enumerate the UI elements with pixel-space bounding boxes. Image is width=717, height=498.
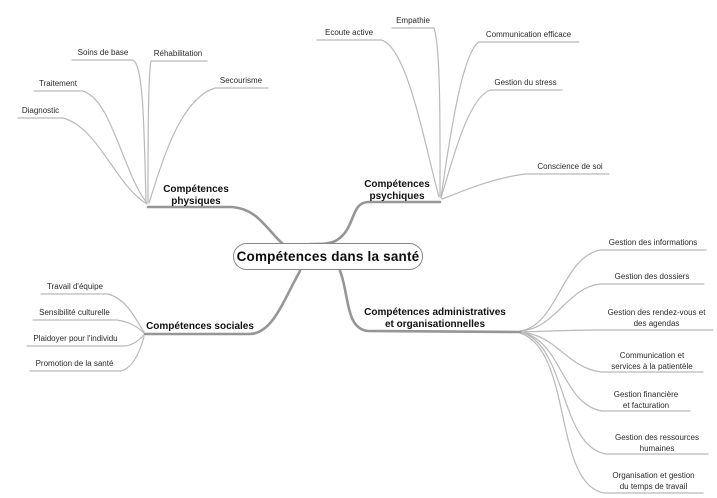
leaf-node-secourisme[interactable]: Secourisme bbox=[219, 76, 263, 85]
leaf-node-plaidoyer[interactable]: Plaidoyer pour l'individu bbox=[33, 334, 118, 343]
branch-curve-physiques bbox=[146, 205, 286, 247]
leaf-curve-ressources-humaines bbox=[519, 331, 709, 455]
leaf-node-diagnostic[interactable]: Diagnostic bbox=[21, 106, 60, 115]
leaf-node-services-patientele[interactable]: Communication et services à la patientèl… bbox=[611, 351, 693, 371]
leaf-curve-promotion-sante bbox=[29, 336, 145, 372]
leaf-node-soins-de-base[interactable]: Soins de base bbox=[77, 48, 129, 57]
leaf-node-promotion-sante[interactable]: Promotion de la santé bbox=[35, 359, 114, 368]
leaf-node-ressources-humaines[interactable]: Gestion des ressources humaines bbox=[614, 433, 700, 453]
branch-curve-sociales bbox=[143, 269, 302, 336]
leaf-node-conscience-de-soi[interactable]: Conscience de soi bbox=[537, 162, 603, 171]
leaf-node-empathie[interactable]: Empathie bbox=[396, 16, 430, 25]
branch-node-administratives[interactable]: Compétences administratives et organisat… bbox=[364, 307, 506, 330]
leaf-curve-rendez-vous bbox=[519, 329, 714, 333]
leaf-curve-organisation-temps bbox=[519, 332, 704, 494]
leaf-curve-gestion-du-stress bbox=[440, 89, 563, 199]
leaf-node-gestion-financiere[interactable]: Gestion financière et facturation bbox=[613, 390, 679, 410]
leaf-curve-gestion-financiere bbox=[519, 331, 691, 412]
leaf-curve-ecoute-active bbox=[316, 39, 440, 198]
leaf-node-travail-equipe[interactable]: Travail d'équipe bbox=[47, 282, 103, 291]
leaf-node-gestion-du-stress[interactable]: Gestion du stress bbox=[494, 78, 557, 87]
branch-node-physiques[interactable]: Compétences physiques bbox=[163, 184, 229, 207]
leaf-node-traitement[interactable]: Traitement bbox=[39, 79, 77, 88]
leaf-curve-travail-equipe bbox=[40, 293, 145, 333]
leaf-curve-sensibilite-culturelle bbox=[32, 319, 145, 334]
leaf-node-gestion-dossiers[interactable]: Gestion des dossiers bbox=[614, 272, 690, 281]
leaf-curve-gestion-informations bbox=[519, 249, 707, 332]
root-node[interactable]: Compétences dans la santé bbox=[233, 243, 423, 270]
leaf-curve-plaidoyer bbox=[26, 334, 145, 347]
leaf-curve-traitement bbox=[33, 90, 148, 204]
leaf-node-sensibilite-culturelle[interactable]: Sensibilité culturelle bbox=[39, 308, 110, 317]
branch-curve-administratives bbox=[338, 269, 522, 334]
leaf-node-rehabilitation[interactable]: Réhabilitation bbox=[153, 49, 203, 58]
leaf-curve-soins-de-base bbox=[71, 59, 147, 203]
leaf-curve-secourisme bbox=[148, 87, 269, 204]
leaf-curve-rehabilitation bbox=[147, 60, 208, 203]
leaf-node-communication-efficace[interactable]: Communication efficace bbox=[485, 30, 572, 39]
leaf-curve-communication-efficace bbox=[440, 41, 580, 198]
branch-node-psychiques[interactable]: Compétences psychiques bbox=[364, 179, 430, 202]
leaf-curve-empathie bbox=[391, 27, 441, 197]
leaf-node-organisation-temps[interactable]: Organisation et gestion du temps de trav… bbox=[612, 471, 695, 491]
leaf-curve-gestion-dossiers bbox=[519, 283, 705, 332]
branch-node-sociales[interactable]: Compétences sociales bbox=[146, 321, 254, 332]
leaf-curve-diagnostic bbox=[17, 117, 148, 205]
leaf-node-ecoute-active[interactable]: Ecoute active bbox=[324, 28, 374, 37]
leaf-curve-services-patientele bbox=[519, 331, 704, 373]
leaf-node-gestion-informations[interactable]: Gestion des informations bbox=[608, 238, 698, 247]
leaf-node-rendez-vous[interactable]: Gestion des rendez-vous et des agendas bbox=[607, 308, 706, 328]
branch-curve-psychiques bbox=[308, 200, 442, 246]
leaf-curve-conscience-de-soi bbox=[441, 173, 610, 200]
